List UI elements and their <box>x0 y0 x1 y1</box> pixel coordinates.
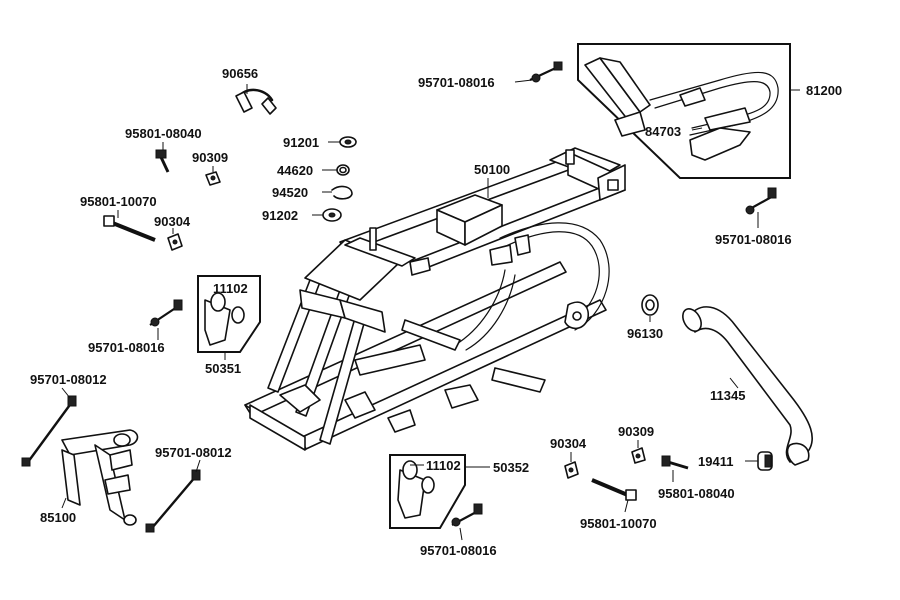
clamp-19411 <box>757 451 773 471</box>
label-11345: 11345 <box>710 388 745 403</box>
label-95701-08016-left: 95701-08016 <box>88 340 165 355</box>
label-11102-right: 11102 <box>426 458 461 473</box>
label-96130: 96130 <box>627 326 663 341</box>
label-95701-08016-top: 95701-08016 <box>418 75 495 90</box>
label-90304-left: 90304 <box>154 214 191 229</box>
engine-mount-50352 <box>389 454 466 529</box>
label-19411: 19411 <box>698 454 733 469</box>
label-95701-08016-bottom: 95701-08016 <box>420 543 497 558</box>
main-frame <box>244 147 626 451</box>
label-95801-08040-right: 95801-08040 <box>658 486 735 501</box>
label-95701-08012-mid: 95701-08012 <box>155 445 232 460</box>
label-90309-left: 90309 <box>192 150 228 165</box>
engine-mount-50351 <box>197 275 261 353</box>
label-44620: 44620 <box>277 163 313 178</box>
label-50352: 50352 <box>493 460 529 475</box>
label-95801-10070-left: 95801-10070 <box>80 194 157 209</box>
label-50351: 50351 <box>205 361 241 376</box>
label-90304-right: 90304 <box>550 436 587 451</box>
label-50100: 50100 <box>474 162 510 177</box>
label-95701-08016-right: 95701-08016 <box>715 232 792 247</box>
long-bolt-95701-08012-left <box>21 395 77 467</box>
label-91201: 91201 <box>283 135 319 150</box>
label-84703: 84703 <box>645 124 681 139</box>
label-11102-left: 11102 <box>213 281 248 296</box>
label-95801-10070-right: 95801-10070 <box>580 516 657 531</box>
label-90656: 90656 <box>222 66 258 81</box>
label-91202: 91202 <box>262 208 298 223</box>
leader-lines <box>61 79 800 541</box>
label-81200: 81200 <box>806 83 842 98</box>
part-labels: 90656 95701-08016 81200 84703 95801-0804… <box>30 66 842 558</box>
hardware-parts <box>103 61 777 527</box>
ring-96130 <box>641 294 659 316</box>
label-95801-08040-left: 95801-08040 <box>125 126 202 141</box>
long-bolt-95701-08012-mid <box>145 469 201 533</box>
label-90309-right: 90309 <box>618 424 654 439</box>
footrest-bracket <box>61 429 139 526</box>
label-85100: 85100 <box>40 510 76 525</box>
rear-carrier-assembly <box>577 43 791 179</box>
label-95701-08012-left: 95701-08012 <box>30 372 107 387</box>
exhaust-pipe <box>682 306 814 466</box>
label-94520: 94520 <box>272 185 308 200</box>
